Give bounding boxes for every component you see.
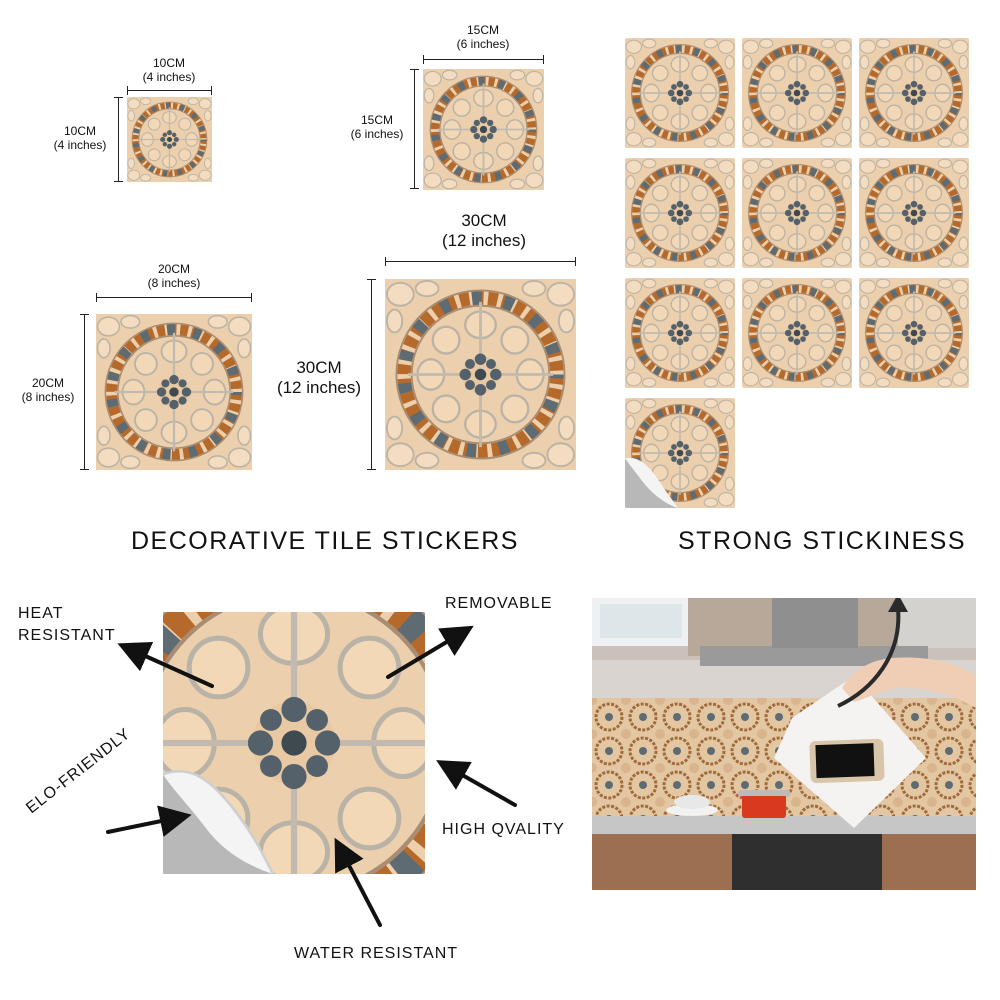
- width-label-15cm: 15CM (6 inches): [433, 23, 533, 52]
- feature-tile: [163, 612, 425, 874]
- arrow-eco: [106, 805, 192, 837]
- feature-heat-line2: RESISTANT: [18, 627, 116, 645]
- arrow-quality: [436, 760, 517, 807]
- width-inches: (8 inches): [147, 275, 201, 290]
- height-dimension-10cm: [114, 97, 123, 182]
- width-cm: 20CM: [157, 262, 190, 276]
- height-label-10cm: 10CM (4 inches): [40, 124, 120, 153]
- kitchen-scene: [592, 598, 976, 890]
- width-inches: (4 inches): [142, 69, 196, 84]
- feature-heat-resistant: HEAT RESISTANT: [18, 603, 116, 648]
- height-inches: (4 inches): [53, 137, 107, 152]
- height-dimension-20cm: [80, 314, 89, 470]
- width-label-20cm: 20CM (8 inches): [124, 262, 224, 291]
- height-dimension-15cm: [410, 69, 419, 189]
- width-dimension-20cm: [96, 293, 252, 302]
- width-cm: 10CM: [152, 56, 185, 70]
- height-cm: 20CM: [31, 376, 64, 390]
- heading-strong-stickiness: STRONG STICKINESS: [678, 527, 967, 555]
- feature-heat-line1: HEAT: [18, 605, 64, 622]
- width-dimension-10cm: [127, 86, 212, 95]
- feature-water-resistant: WATER RESISTANT: [294, 945, 459, 962]
- grid-tile: [625, 398, 735, 508]
- arrow-water: [334, 837, 382, 927]
- width-label-10cm: 10CM (4 inches): [119, 56, 219, 85]
- height-dimension-30cm: [367, 279, 376, 470]
- width-dimension-30cm: [385, 257, 576, 266]
- width-cm: 30CM: [461, 211, 507, 230]
- height-label-30cm: 30CM (12 inches): [268, 358, 370, 397]
- width-inches: (12 inches): [441, 230, 527, 250]
- height-inches: (12 inches): [276, 377, 362, 397]
- arrow-heat: [117, 641, 214, 688]
- height-cm: 10CM: [63, 124, 96, 138]
- height-cm: 30CM: [296, 358, 342, 377]
- heading-decorative-tile-stickers: DECORATIVE TILE STICKERS: [131, 527, 519, 555]
- width-inches: (6 inches): [456, 36, 510, 51]
- height-cm: 15CM: [360, 113, 393, 127]
- height-label-20cm: 20CM (8 inches): [8, 376, 88, 405]
- feature-removable: REMOVABLE: [445, 595, 553, 612]
- height-label-15cm: 15CM (6 inches): [337, 113, 417, 142]
- width-cm: 15CM: [466, 23, 499, 37]
- width-label-30cm: 30CM (12 inches): [414, 211, 554, 250]
- height-inches: (6 inches): [350, 126, 404, 141]
- height-inches: (8 inches): [21, 389, 75, 404]
- width-dimension-15cm: [423, 55, 544, 64]
- tile-set-grid: [625, 38, 971, 508]
- arrow-removable: [386, 625, 474, 679]
- feature-high-quality: HIGH QVALITY: [442, 821, 565, 838]
